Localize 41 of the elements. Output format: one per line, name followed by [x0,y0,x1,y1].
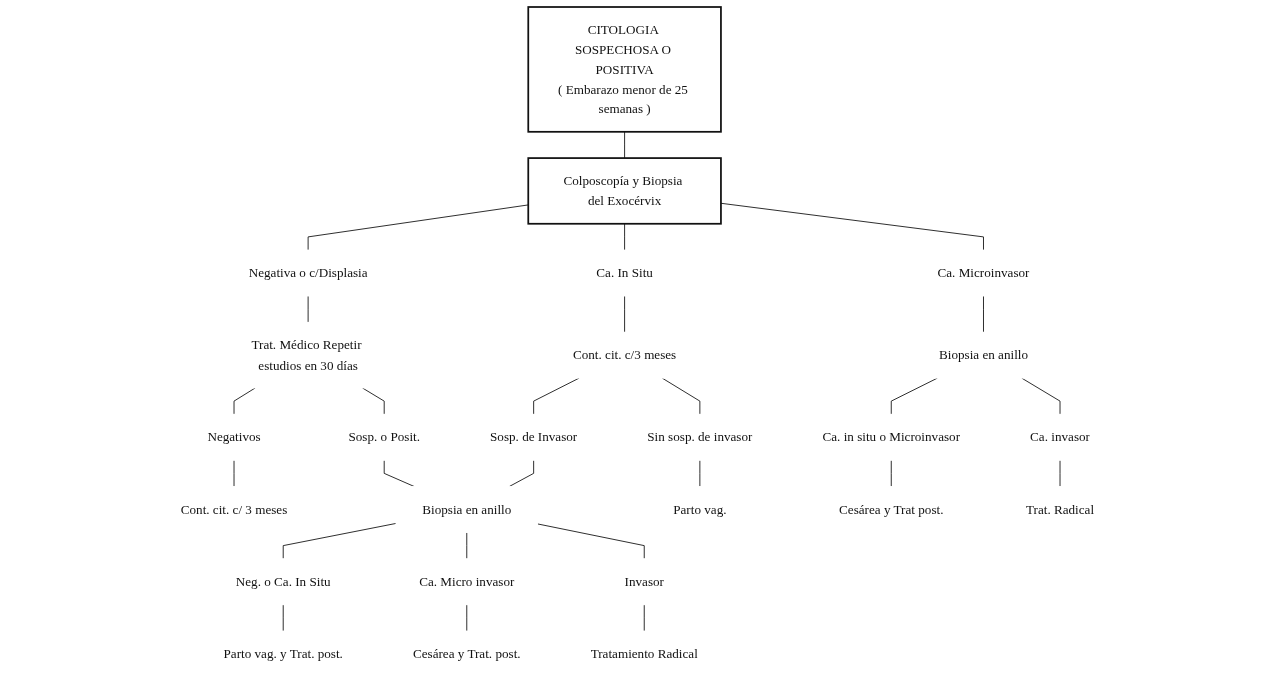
node-text: Tratamiento Radical [590,646,698,661]
node-text: Cesárea y Trat post. [838,502,944,517]
node-text: Sosp. o Posit. [348,430,420,445]
node-text: Neg. o Ca. In Situ [235,574,331,589]
connector [361,387,385,415]
connector [465,604,467,632]
node-text: Sin sosp. de invasor [646,430,752,445]
node-box: Colposcopía y Biopsia del Exocérvix [526,157,722,225]
node-text: Cont. cit. c/ 3 meses [180,502,287,517]
node-box: CITOLOGIA SOSPECHOSA O POSITIVA ( Embarazo menor de 25 semanas ) [526,6,722,133]
node-text: Sosp. de Invasor [489,430,577,445]
node-text: Negativos [206,430,261,445]
connector [890,377,938,415]
connector [383,459,415,487]
connector [890,459,892,487]
connector [623,223,625,251]
node-text: Ca. In Situ [595,265,653,280]
node-text: Cont. cit. c/3 meses [572,347,676,362]
node-text: Trat. Radical [1025,502,1094,517]
connector [643,604,645,632]
node-text: Parto vag. [672,502,727,517]
node-text: Biopsia en anillo [421,502,511,517]
connector [465,532,467,560]
node-text: Invasor [624,574,664,589]
connector [623,131,625,159]
connector [233,387,256,415]
connector [623,295,625,333]
node-text: Ca. Microinvasor [937,265,1030,280]
connector [282,523,396,560]
connector [720,202,984,251]
node-text: Ca. Micro invasor [418,574,514,589]
connector [982,295,984,333]
node-text: Parto vag. y Trat. post. [223,646,343,661]
node-text: Cesárea y Trat. post. [412,646,521,661]
node-text: Ca. invasor [1029,430,1090,445]
connector [536,523,645,560]
node-text: Biopsia en anillo [938,347,1028,362]
node-text: Trat. Médico Repetir estudios en 30 días [251,338,362,372]
connector [508,459,534,487]
node-text: Ca. in situ o Microinvasor [822,430,960,445]
node-text: Negativa o c/Displasia [248,265,368,280]
